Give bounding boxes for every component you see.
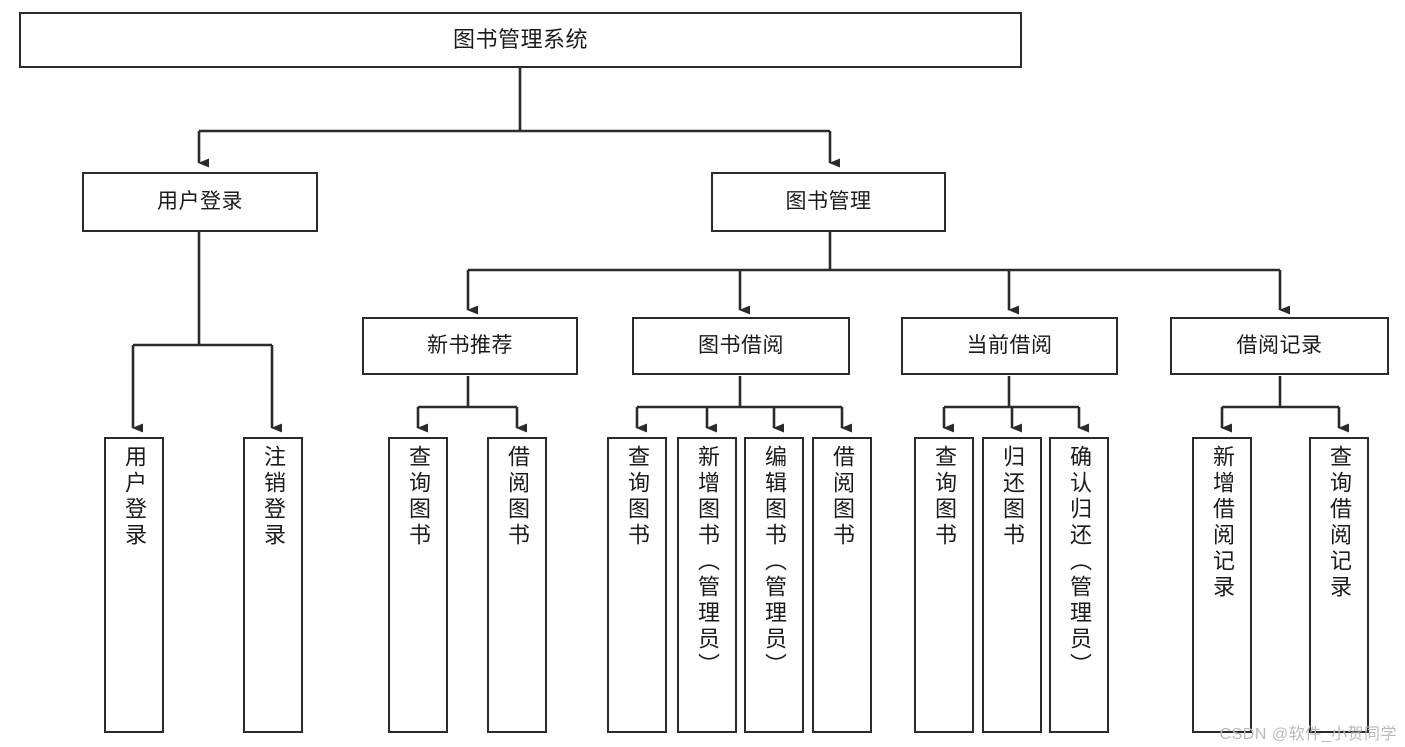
node-label: 编辑图书（管理员） (762, 445, 787, 679)
leaf-borrow-record-query[interactable]: 查询借阅记录 (1309, 437, 1369, 733)
node-current-borrow[interactable]: 当前借阅 (901, 317, 1118, 375)
leaf-new-book-borrow[interactable]: 借阅图书 (487, 437, 547, 733)
node-label: 借阅记录 (1236, 333, 1323, 357)
node-label: 查询图书 (406, 445, 431, 549)
node-label: 查询图书 (932, 445, 957, 549)
node-label: 借阅图书 (505, 445, 530, 549)
leaf-borrow-record-add[interactable]: 新增借阅记录 (1192, 437, 1252, 733)
node-label: 注销登录 (261, 445, 286, 549)
node-label: 图书管理 (785, 189, 872, 213)
leaf-book-borrow-borrow[interactable]: 借阅图书 (812, 437, 872, 733)
leaf-book-borrow-query[interactable]: 查询图书 (607, 437, 667, 733)
node-label: 新书推荐 (427, 333, 513, 357)
leaf-new-book-query[interactable]: 查询图书 (388, 437, 448, 733)
node-label: 当前借阅 (966, 333, 1053, 357)
node-label: 新增借阅记录 (1210, 445, 1235, 601)
leaf-current-borrow-query[interactable]: 查询图书 (914, 437, 974, 733)
node-label: 用户登录 (157, 189, 243, 213)
node-user-login[interactable]: 用户登录 (82, 172, 318, 232)
leaf-current-borrow-return[interactable]: 归还图书 (982, 437, 1042, 733)
node-label: 归还图书 (1000, 445, 1025, 549)
leaf-user-login-login[interactable]: 用户登录 (104, 437, 164, 733)
node-borrow-record[interactable]: 借阅记录 (1170, 317, 1389, 375)
leaf-user-login-logout[interactable]: 注销登录 (243, 437, 303, 733)
node-book-management[interactable]: 图书管理 (711, 172, 946, 232)
node-label: 新增图书（管理员） (695, 445, 720, 679)
leaf-book-borrow-add[interactable]: 新增图书（管理员） (677, 437, 737, 733)
leaf-book-borrow-edit[interactable]: 编辑图书（管理员） (744, 437, 804, 733)
node-label: 查询图书 (625, 445, 650, 549)
node-book-borrow[interactable]: 图书借阅 (632, 317, 850, 375)
node-label: 借阅图书 (830, 445, 855, 549)
node-label: 确认归还（管理员） (1067, 445, 1092, 679)
node-label: 用户登录 (122, 445, 147, 549)
node-label: 图书借阅 (698, 333, 784, 357)
node-new-book-recommend[interactable]: 新书推荐 (362, 317, 578, 375)
leaf-current-borrow-confirm-return[interactable]: 确认归还（管理员） (1049, 437, 1109, 733)
csdn-watermark: CSDN @软件_小贺同学 (1219, 726, 1397, 743)
node-label: 图书管理系统 (452, 27, 588, 53)
node-root-system[interactable]: 图书管理系统 (19, 12, 1022, 68)
node-label: 查询借阅记录 (1327, 445, 1352, 601)
